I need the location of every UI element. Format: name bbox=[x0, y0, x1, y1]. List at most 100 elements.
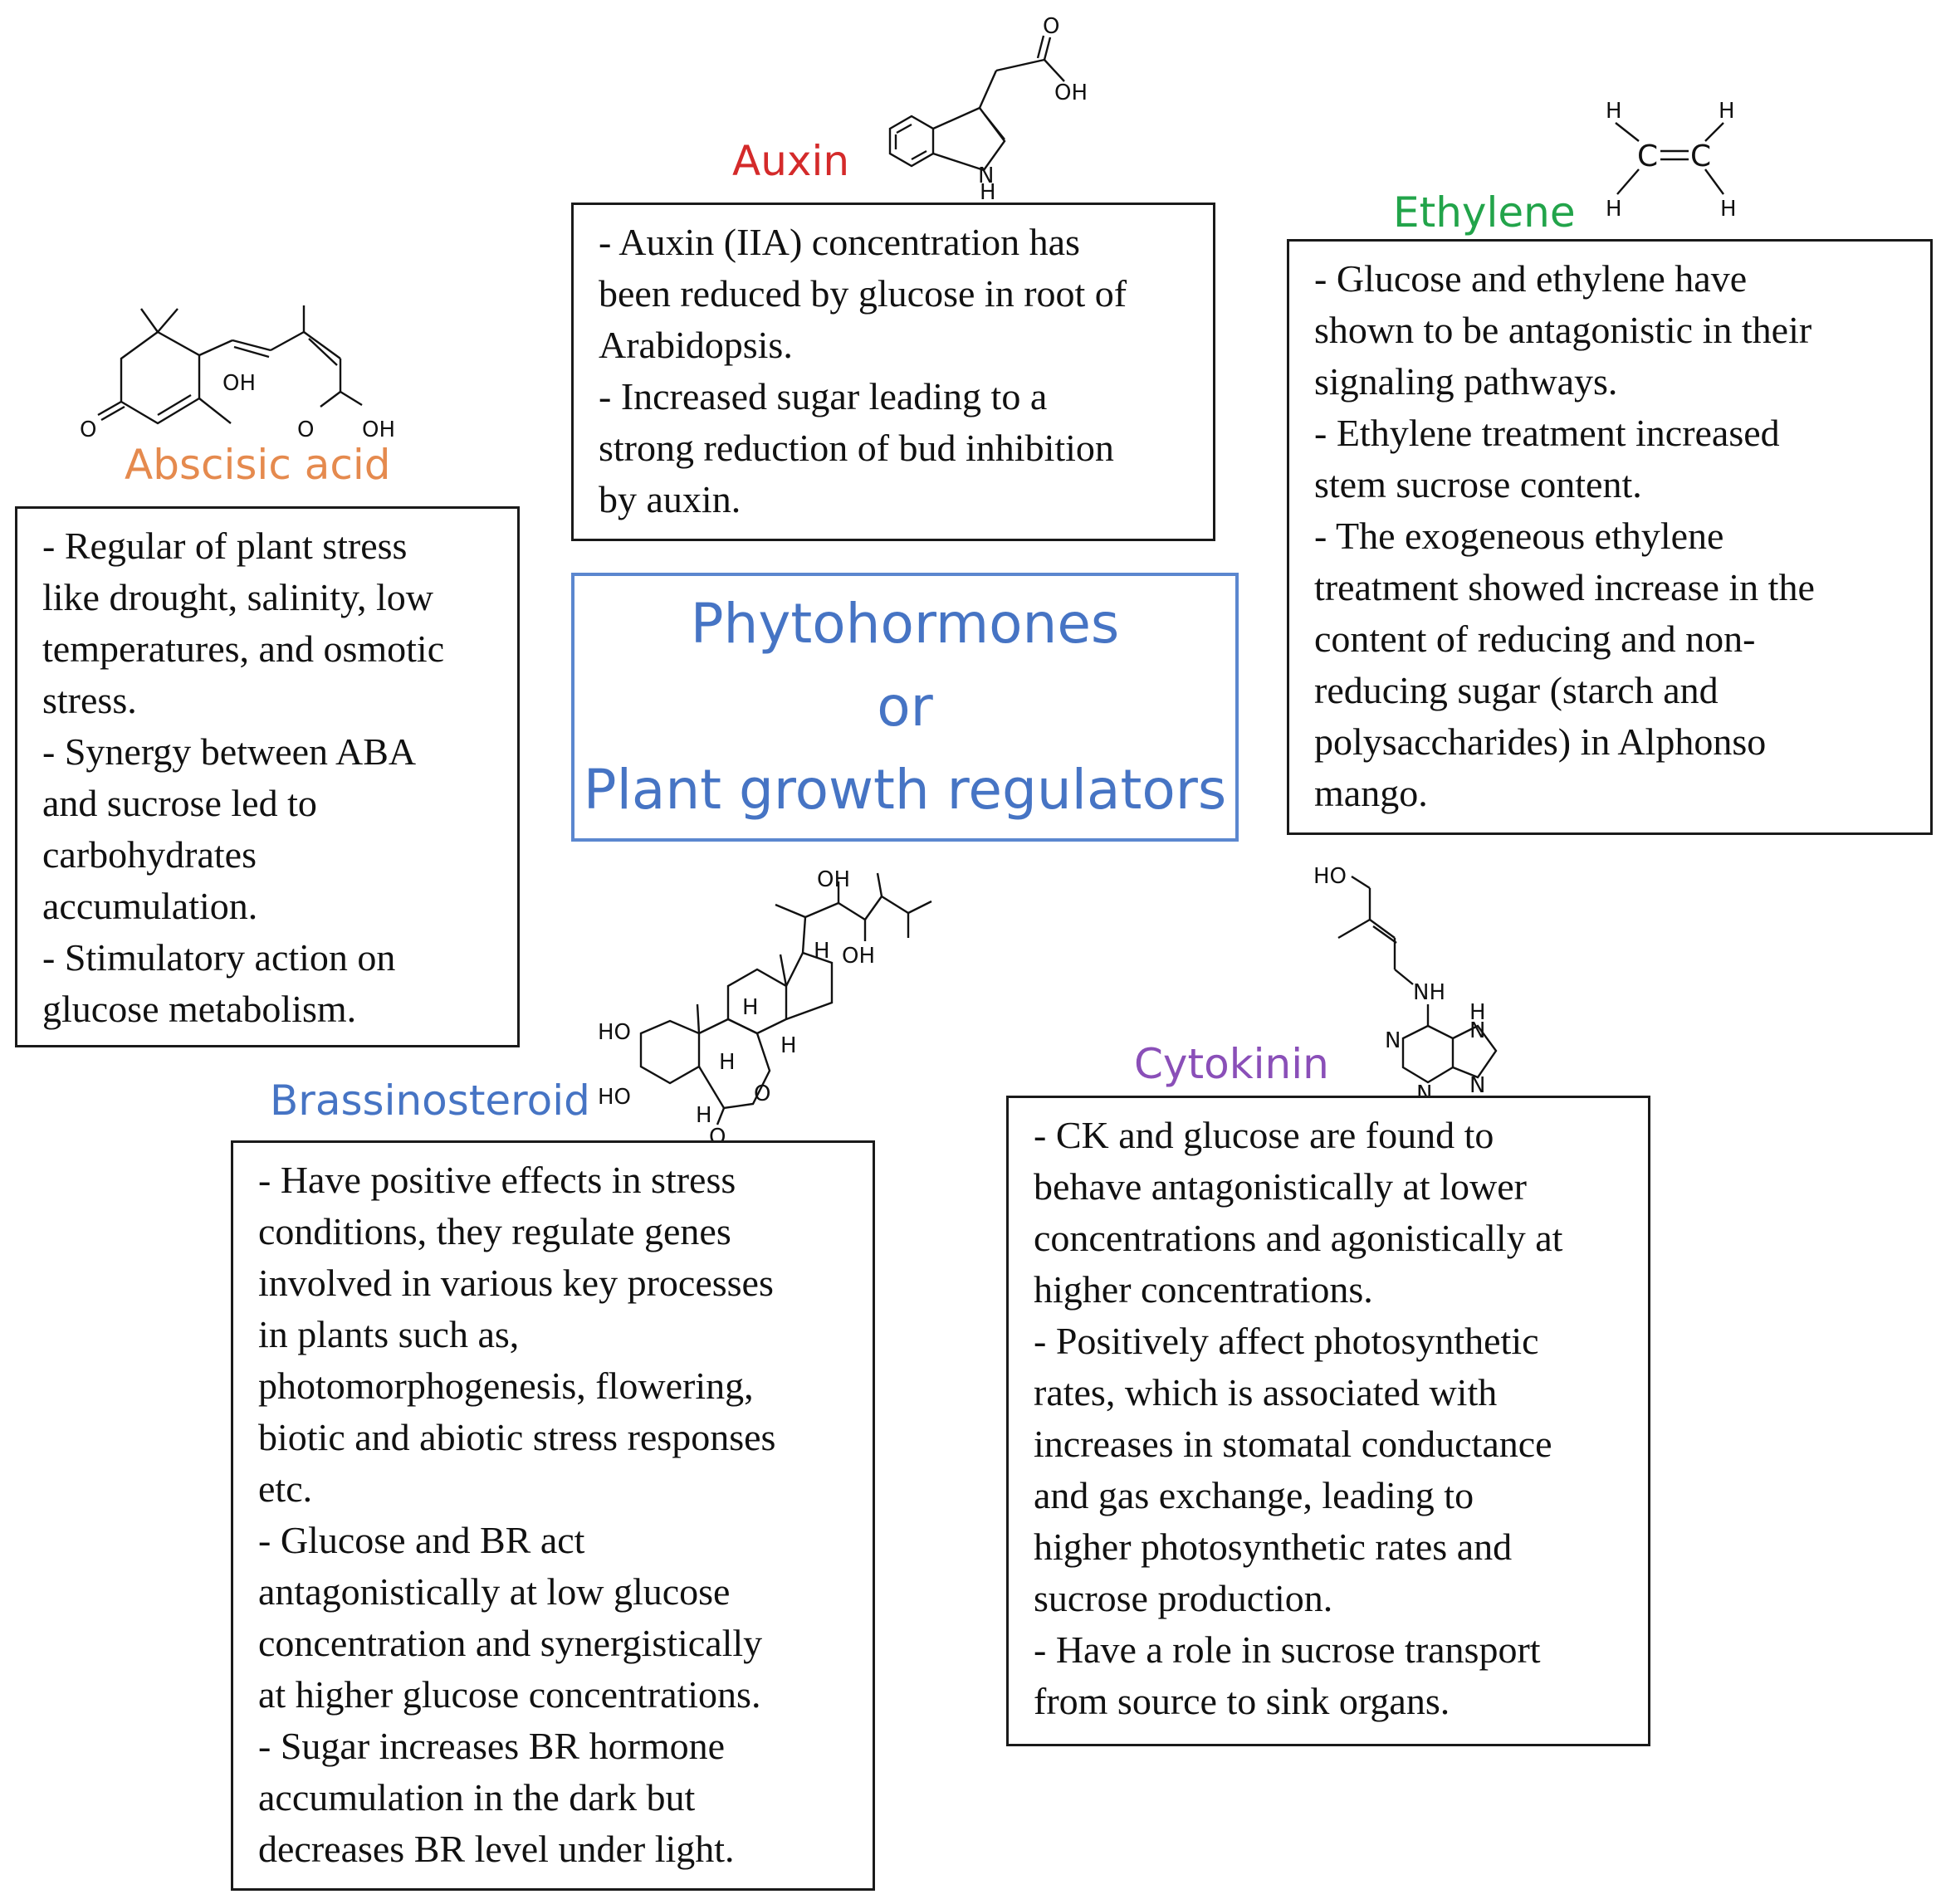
br-atom-h-4: H bbox=[719, 1050, 736, 1075]
auxin-line: strong reduction of bud inhibition bbox=[599, 427, 1114, 469]
br-line: accumulation in the dark but bbox=[258, 1776, 696, 1819]
ck-atom-nh: NH bbox=[1413, 980, 1445, 1005]
cytokinin-label: Cytokinin bbox=[1134, 1040, 1329, 1088]
ethylene-atom-c-1: C bbox=[1637, 139, 1658, 173]
br-line: decreases BR level under light. bbox=[258, 1828, 735, 1870]
ck-atom-n-4: N bbox=[1469, 1073, 1485, 1098]
cytokinin-structure: HO NH H N N N N bbox=[1313, 864, 1498, 1106]
ethylene-line: - Glucose and ethylene have bbox=[1314, 257, 1748, 300]
br-line: - Glucose and BR act bbox=[258, 1519, 585, 1561]
ethylene-line: treatment showed increase in the bbox=[1314, 566, 1815, 608]
auxin-atom-o: O bbox=[1043, 14, 1059, 39]
br-atom-h-2: H bbox=[742, 995, 759, 1020]
auxin-line: by auxin. bbox=[599, 478, 741, 520]
central-title-line-3: Plant growth regulators bbox=[583, 758, 1227, 822]
br-line: conditions, they regulate genes bbox=[258, 1210, 731, 1252]
auxin-atom-h: H bbox=[980, 180, 996, 205]
ck-pyrimidine-ring bbox=[1401, 1024, 1455, 1084]
br-atom-ho-2: HO bbox=[598, 1085, 631, 1110]
aba-atom-o-acid: O bbox=[297, 417, 314, 442]
br-atom-h-5: H bbox=[696, 1103, 712, 1128]
brassinosteroid-label: Brassinosteroid bbox=[270, 1076, 590, 1125]
auxin-line: Arabidopsis. bbox=[599, 324, 793, 366]
auxin-structure: O OH N H bbox=[888, 14, 1088, 205]
ck-atom-h: H bbox=[1469, 1000, 1486, 1025]
central-title-line-2: or bbox=[877, 675, 933, 739]
br-line: - Sugar increases BR hormone bbox=[258, 1725, 726, 1767]
br-atom-ho-1: HO bbox=[598, 1020, 631, 1045]
ethylene-line: polysaccharides) in Alphonso bbox=[1314, 720, 1767, 763]
ck-line: sucrose production. bbox=[1034, 1577, 1333, 1619]
central-title-box: Phytohormones or Plant growth regulators bbox=[571, 573, 1239, 842]
br-line: in plants such as, bbox=[258, 1313, 520, 1355]
auxin-atom-n: N bbox=[978, 164, 994, 188]
br-atom-oh-side: OH bbox=[842, 944, 875, 969]
ethylene-atom-c-2: C bbox=[1690, 139, 1711, 173]
ethylene-line: signaling pathways. bbox=[1314, 360, 1618, 403]
ck-line: behave antagonistically at lower bbox=[1034, 1165, 1527, 1208]
ethylene-info-box: - Glucose and ethylene have shown to be … bbox=[1287, 239, 1933, 835]
auxin-line: - Auxin (IIA) concentration has bbox=[599, 221, 1080, 263]
ethylene-atom-h-1: H bbox=[1606, 99, 1622, 124]
aba-line: - Synergy between ABA bbox=[42, 730, 417, 773]
ethylene-atom-h-3: H bbox=[1606, 197, 1622, 222]
aba-atom-o-keto: O bbox=[80, 417, 96, 442]
aba-ring bbox=[120, 330, 201, 425]
auxin-pyrrole-ring bbox=[932, 106, 1006, 172]
ethylene-line: content of reducing and non- bbox=[1314, 618, 1756, 660]
ck-line: higher concentrations. bbox=[1034, 1268, 1373, 1311]
br-line: etc. bbox=[258, 1467, 313, 1510]
aba-atom-oh-ring: OH bbox=[222, 371, 256, 396]
ethylene-line: - The exogeneous ethylene bbox=[1314, 515, 1724, 557]
ck-atom-n-1: N bbox=[1385, 1028, 1401, 1053]
ck-atom-n-3: N bbox=[1469, 1018, 1485, 1043]
br-line: concentration and synergistically bbox=[258, 1622, 763, 1664]
brassinosteroid-structure: OH OH H H H H HO HO H O O bbox=[598, 867, 932, 1150]
aba-line: - Regular of plant stress bbox=[42, 525, 408, 567]
br-line: involved in various key processes bbox=[258, 1262, 774, 1304]
ck-line: and gas exchange, leading to bbox=[1034, 1474, 1474, 1516]
aba-line: carbohydrates bbox=[42, 833, 257, 876]
aba-line: accumulation. bbox=[42, 885, 258, 927]
ethylene-structure: H H C C H H bbox=[1606, 99, 1737, 222]
aba-line: like drought, salinity, low bbox=[42, 576, 434, 618]
ethylene-line: mango. bbox=[1314, 772, 1428, 814]
aba-line: stress. bbox=[42, 679, 137, 721]
cytokinin-info-box: - CK and glucose are found to behave ant… bbox=[1006, 1096, 1650, 1746]
br-atom-h-1: H bbox=[814, 939, 830, 964]
ck-line: concentrations and agonistically at bbox=[1034, 1217, 1563, 1259]
aba-line: - Stimulatory action on bbox=[42, 936, 396, 979]
ethylene-atom-h-4: H bbox=[1720, 197, 1737, 222]
auxin-label: Auxin bbox=[732, 137, 850, 185]
central-title-line-1: Phytohormones bbox=[690, 592, 1120, 656]
ethylene-line: - Ethylene treatment increased bbox=[1314, 412, 1780, 454]
brassinosteroid-info-box: - Have positive effects in stress condit… bbox=[231, 1140, 875, 1891]
br-line: photomorphogenesis, flowering, bbox=[258, 1365, 754, 1407]
ck-atom-ho: HO bbox=[1313, 864, 1347, 889]
aba-line: glucose metabolism. bbox=[42, 988, 357, 1030]
ck-line: increases in stomatal conductance bbox=[1034, 1423, 1552, 1465]
br-ring-a bbox=[639, 1019, 701, 1085]
br-atom-h-3: H bbox=[780, 1033, 797, 1058]
br-line: at higher glucose concentrations. bbox=[258, 1673, 761, 1716]
auxin-info-box: - Auxin (IIA) concentration has been red… bbox=[571, 203, 1215, 541]
br-line: antagonistically at low glucose bbox=[258, 1570, 731, 1613]
br-atom-o-ring: O bbox=[754, 1081, 770, 1106]
ethylene-line: reducing sugar (starch and bbox=[1314, 669, 1719, 711]
ck-line: - CK and glucose are found to bbox=[1034, 1114, 1494, 1156]
aba-line: temperatures, and osmotic bbox=[42, 627, 445, 670]
aba-line: and sucrose led to bbox=[42, 782, 317, 824]
br-atom-oh-top: OH bbox=[817, 867, 850, 892]
auxin-line: - Increased sugar leading to a bbox=[599, 375, 1048, 417]
auxin-atom-oh: OH bbox=[1054, 81, 1088, 105]
br-line: biotic and abiotic stress responses bbox=[258, 1416, 776, 1458]
ethylene-line: stem sucrose content. bbox=[1314, 463, 1642, 505]
br-line: - Have positive effects in stress bbox=[258, 1159, 736, 1201]
abscisic-acid-label: Abscisic acid bbox=[125, 441, 391, 489]
abscisic-acid-info-box: - Regular of plant stress like drought, … bbox=[15, 506, 520, 1047]
auxin-benzene-ring bbox=[888, 115, 935, 168]
aba-atom-oh-acid: OH bbox=[362, 417, 395, 442]
ethylene-label: Ethylene bbox=[1393, 188, 1576, 237]
ethylene-atom-h-2: H bbox=[1719, 99, 1735, 124]
ck-line: from source to sink organs. bbox=[1034, 1680, 1450, 1722]
